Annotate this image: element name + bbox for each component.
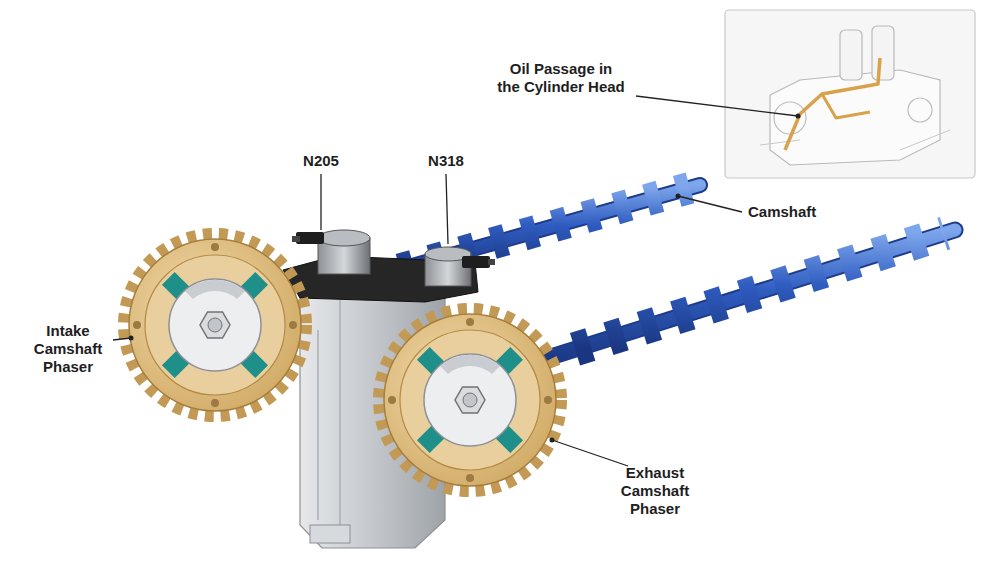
leader-dot (676, 194, 681, 199)
solenoid-top (318, 230, 370, 246)
part-label: N205 (296, 152, 346, 170)
housing-edge (318, 300, 340, 530)
leader-dot (129, 336, 134, 341)
bolt-hole (466, 318, 474, 326)
part-label: Camshaft (748, 203, 848, 221)
connector-tip (488, 259, 495, 265)
rotor-cutout (440, 355, 500, 374)
part-label: Intake Camshaft Phaser (18, 322, 118, 376)
oil-passage (785, 58, 880, 150)
bolt-hole (133, 321, 141, 329)
front-camshaft (525, 230, 955, 365)
bolt-hole (211, 243, 219, 251)
cylinder-head-inset (725, 10, 975, 178)
leader-lines (113, 96, 798, 466)
leader-line (552, 440, 628, 466)
leader-dot (796, 114, 801, 119)
part-label: Exhaust Camshaft Phaser (605, 464, 705, 518)
connector-tip (292, 236, 300, 242)
leader-line (113, 338, 131, 340)
head-solenoid (872, 26, 894, 80)
phaser-face (145, 255, 285, 395)
bolt-hole (466, 474, 474, 482)
leader-line (320, 174, 321, 230)
sprocket-teeth (124, 234, 306, 416)
phaser-body (129, 239, 301, 411)
bolt-hole (289, 321, 297, 329)
bolt-hole (544, 396, 552, 404)
cam-lobes (575, 233, 945, 349)
bolt-head (208, 318, 222, 332)
solenoid-connector (296, 232, 324, 244)
camshaft-shaft (525, 230, 955, 365)
housing-foot (310, 525, 350, 543)
cam-lobes (400, 188, 690, 270)
exhaust-phaser (379, 309, 561, 491)
n318-solenoid (425, 247, 495, 286)
head-bore (908, 98, 932, 122)
leader-line (636, 96, 798, 116)
intake-phaser (124, 234, 306, 416)
solenoid-connector (462, 256, 490, 268)
bolt-hole (211, 399, 219, 407)
camshaft-shaft (525, 230, 955, 365)
leader-dot (550, 438, 555, 443)
sprocket-teeth (379, 309, 561, 491)
leader-line (446, 174, 448, 244)
center-bolt (200, 312, 230, 338)
center-bolt (455, 387, 485, 413)
head-solenoid (840, 30, 862, 80)
head-bore (774, 102, 806, 134)
inset-frame (725, 10, 975, 178)
leader-line (678, 196, 742, 212)
leader-dots (129, 114, 801, 443)
phaser-body (384, 314, 556, 486)
part-label: Oil Passage in the Cylinder Head (486, 60, 636, 96)
n205-solenoid (292, 230, 370, 274)
part-label: N318 (421, 152, 471, 170)
rotor-cutout (185, 280, 245, 299)
phaser-face (400, 330, 540, 470)
rotor-plate (424, 354, 516, 446)
oil-passage (822, 94, 870, 118)
rotor-plate (169, 279, 261, 371)
bolt-head (463, 393, 477, 407)
head-outline (770, 70, 940, 165)
bolt-hole (388, 396, 396, 404)
